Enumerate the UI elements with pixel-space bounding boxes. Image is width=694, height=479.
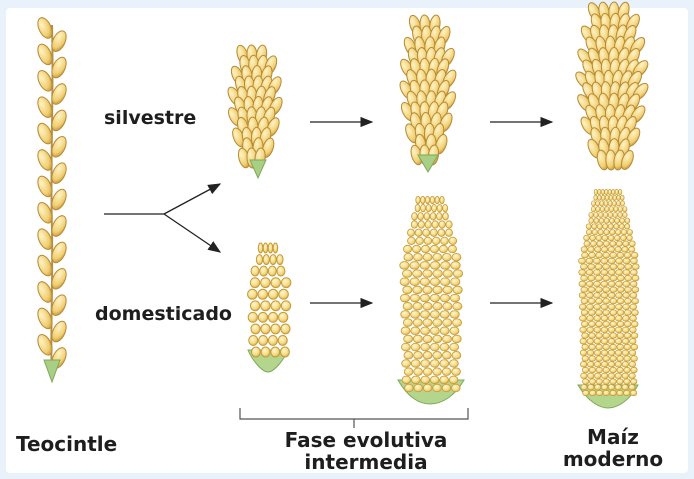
branch-arrow (104, 184, 220, 252)
label-fase-evolutiva: Fase evolutiva intermedia (277, 429, 455, 473)
label-domesticado: domesticado (95, 303, 232, 325)
wild-spike-3 (573, 1, 651, 171)
label-teocintle: Teocintle (16, 432, 117, 456)
wild-spike-2 (397, 14, 458, 172)
label-fase-line2: intermedia (277, 451, 455, 473)
domesticated-cob-small (248, 243, 291, 372)
label-maiz-line2: moderno (558, 448, 668, 470)
wild-spike-1 (225, 44, 284, 178)
label-maiz-moderno: Maíz moderno (558, 426, 668, 470)
domesticated-cob-medium (398, 196, 464, 404)
label-maiz-line1: Maíz (558, 426, 668, 448)
teocintle-plant (35, 15, 69, 382)
label-silvestre: silvestre (104, 107, 196, 129)
modern-maize-cob (578, 189, 639, 408)
label-fase-line1: Fase evolutiva (277, 429, 455, 451)
intermediate-bracket (240, 408, 468, 428)
